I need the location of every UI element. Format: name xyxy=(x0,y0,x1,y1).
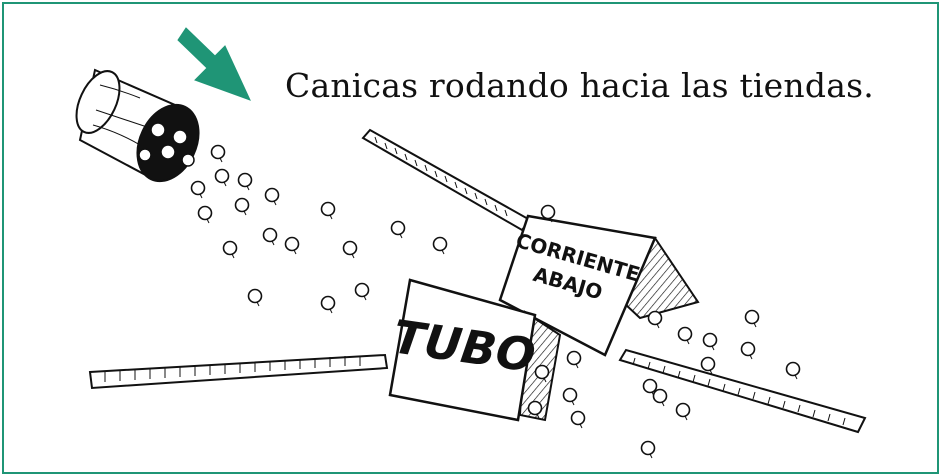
marble-icon xyxy=(562,387,578,403)
marble-shadow xyxy=(329,214,333,220)
marble-shadow xyxy=(206,218,210,224)
marble-icon xyxy=(744,309,760,325)
marble-icon xyxy=(647,310,663,326)
marble-shadow xyxy=(219,157,223,163)
marble-shadow xyxy=(549,217,553,223)
marble-icon xyxy=(390,220,406,236)
tube-sign: TUBO xyxy=(388,278,562,422)
marble-shadow xyxy=(649,453,653,459)
arrow-icon xyxy=(177,27,251,101)
marble-icon xyxy=(785,361,801,377)
marble-icon xyxy=(284,236,300,252)
marble-shadow xyxy=(661,401,665,407)
caption: Canicas rodando hacia las tiendas. xyxy=(285,66,874,105)
marble-icon xyxy=(237,172,253,188)
marble-shadow xyxy=(351,253,355,259)
ruler-icon xyxy=(88,128,867,434)
marble-shadow xyxy=(273,200,277,206)
marble-shadow xyxy=(709,369,713,375)
marble-shadow xyxy=(753,322,757,328)
marble-icon xyxy=(534,364,550,380)
marble-shadow xyxy=(441,249,445,255)
marble-icon xyxy=(432,236,448,252)
marble-shadow xyxy=(199,193,203,199)
marble-icon xyxy=(566,350,582,366)
marble-icon xyxy=(675,402,691,418)
marble-shadow xyxy=(571,400,575,406)
marble-shadow xyxy=(543,377,547,383)
marble-shadow xyxy=(271,240,275,246)
marble-icon xyxy=(570,410,586,426)
marble-icon xyxy=(210,144,226,160)
marble-shadow xyxy=(223,181,227,187)
marble-icon xyxy=(652,388,668,404)
marble-shadow xyxy=(329,308,333,314)
marble-shadow xyxy=(794,374,798,380)
marble-shadow xyxy=(656,323,660,329)
marble-shadow xyxy=(256,301,260,307)
marbles xyxy=(190,144,801,459)
marble-icon xyxy=(640,440,656,456)
marble-icon xyxy=(320,201,336,217)
marble-icon xyxy=(190,180,206,196)
marble-icon xyxy=(214,168,230,184)
marble-icon xyxy=(342,240,358,256)
marble-can-icon xyxy=(75,68,200,183)
marble-icon xyxy=(247,288,263,304)
marble-icon xyxy=(540,204,556,220)
marble-icon xyxy=(262,227,278,243)
marble-shadow xyxy=(749,354,753,360)
marble-shadow xyxy=(363,295,367,301)
marble-icon xyxy=(702,332,718,348)
marble-icon xyxy=(677,326,693,342)
marble-icon xyxy=(354,282,370,298)
marble-icon xyxy=(264,187,280,203)
marble-shadow xyxy=(231,253,235,259)
marble-icon xyxy=(740,341,756,357)
marble-shadow xyxy=(243,210,247,216)
marble-icon xyxy=(527,400,543,416)
marble-icon xyxy=(222,240,238,256)
marble-shadow xyxy=(579,423,583,429)
marble-shadow xyxy=(686,339,690,345)
marble-icon xyxy=(197,205,213,221)
marble-shadow xyxy=(536,413,540,419)
marble-icon xyxy=(700,356,716,372)
marble-shadow xyxy=(575,363,579,369)
marble-icon xyxy=(320,295,336,311)
marble-shadow xyxy=(711,345,715,351)
marble-shadow xyxy=(399,233,403,239)
marble-shadow xyxy=(684,415,688,421)
marble-icon xyxy=(642,378,658,394)
marble-icon xyxy=(234,197,250,213)
marble-shadow xyxy=(293,249,297,255)
marble-shadow xyxy=(246,185,250,191)
